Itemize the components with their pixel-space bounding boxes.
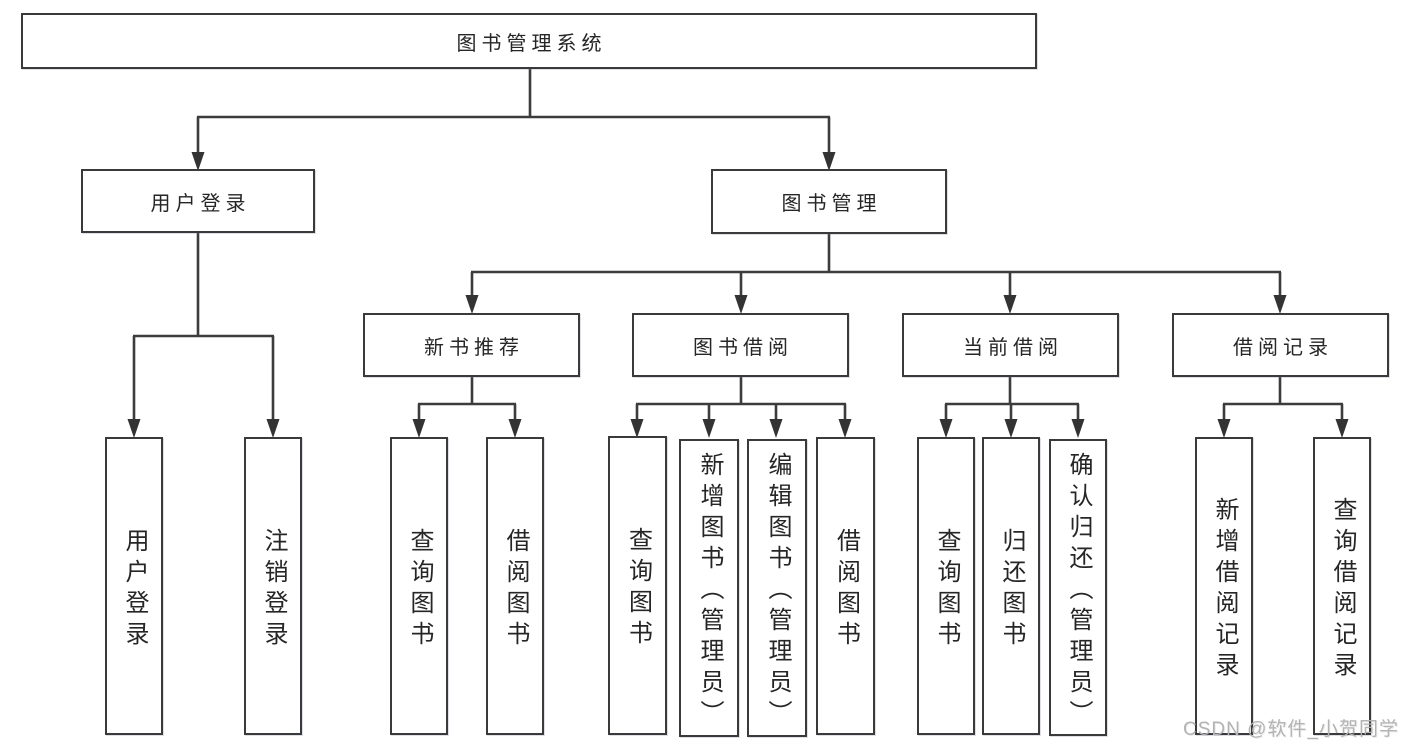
arrowhead [266,419,280,438]
node-root-system: 图书管理系统 [21,13,1037,69]
arrowhead [734,295,748,314]
node-add-book-admin: 新增图书（管理员） [679,439,739,737]
node-query-borrow-record: 查询借阅记录 [1313,437,1371,735]
connector-userlogin-children [127,233,280,438]
node-borrowing-records: 借阅记录 [1172,313,1389,377]
arrowhead [1003,295,1017,314]
connector-records-children [1217,377,1349,438]
node-return-book: 归还图书 [982,437,1040,735]
arrowhead [127,419,141,438]
node-logout: 注销登录 [244,437,302,735]
connector-bookmgmt-to-level3 [465,234,1287,314]
arrowhead [1335,419,1349,438]
node-user-login: 用户登录 [81,169,315,233]
csdn-watermark: CSDN @软件_小贺同学 [1183,719,1399,740]
arrowhead [1004,419,1018,438]
arrowhead [769,419,783,438]
connector-recommend-children [412,377,522,438]
connector-current-children [939,377,1085,438]
arrowhead [630,419,644,438]
arrowhead [702,419,716,438]
arrowhead [1273,295,1287,314]
node-current-borrowing: 当前借阅 [902,313,1119,377]
arrowhead [822,152,836,171]
arrowhead [465,295,479,314]
node-current-query-books: 查询图书 [917,437,975,735]
connector-root-to-level2 [191,69,836,171]
node-borrowing-borrow-books: 借阅图书 [816,437,875,735]
node-recommend-query-books: 查询图书 [390,437,448,735]
arrowhead [191,152,205,171]
arrowhead [1071,419,1085,438]
node-borrowing-query-books: 查询图书 [608,436,667,735]
arrowhead [412,419,426,438]
node-user-login-leaf: 用户登录 [105,437,163,735]
node-add-borrow-record: 新增借阅记录 [1195,437,1253,735]
node-edit-book-admin: 编辑图书（管理员） [747,439,807,737]
node-book-borrowing: 图书借阅 [632,313,849,377]
arrowhead [939,419,953,438]
node-book-management: 图书管理 [711,169,947,234]
connector-borrowing-children [630,377,852,438]
node-new-book-recommend: 新书推荐 [363,313,580,377]
arrowhead [838,419,852,438]
node-recommend-borrow-books: 借阅图书 [486,437,544,735]
arrowhead [508,419,522,438]
node-confirm-return-admin: 确认归还（管理员） [1049,439,1107,736]
arrowhead [1217,419,1231,438]
